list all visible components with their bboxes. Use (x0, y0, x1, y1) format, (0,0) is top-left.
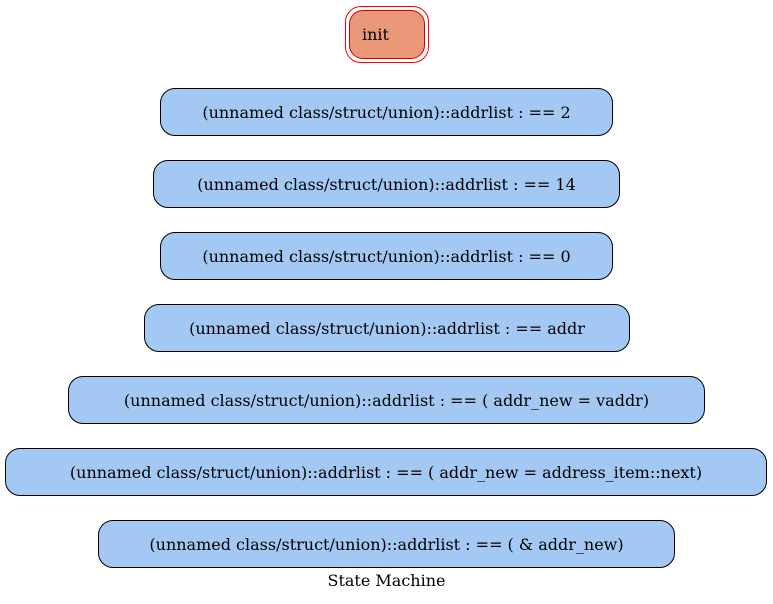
state-node-label: (unnamed class/struct/union)::addrlist :… (202, 102, 571, 122)
state-node-label: (unnamed class/struct/union)::addrlist :… (189, 318, 585, 338)
state-node-label: (unnamed class/struct/union)::addrlist :… (149, 534, 624, 554)
init-node-outer-ring (345, 6, 429, 63)
diagram-caption: State Machine (327, 571, 446, 590)
init-node[interactable]: init (349, 10, 425, 59)
state-node-label: (unnamed class/struct/union)::addrlist :… (197, 174, 576, 194)
state-node-label: (unnamed class/struct/union)::addrlist :… (202, 246, 571, 266)
state-node-label: (unnamed class/struct/union)::addrlist :… (69, 462, 703, 482)
state-node-addrlist-addr[interactable]: (unnamed class/struct/union)::addrlist :… (144, 304, 630, 352)
state-node-addrlist-14[interactable]: (unnamed class/struct/union)::addrlist :… (153, 160, 620, 208)
init-node-label: init (362, 25, 389, 44)
state-node-addrlist-vaddr[interactable]: (unnamed class/struct/union)::addrlist :… (68, 376, 705, 424)
state-node-label: (unnamed class/struct/union)::addrlist :… (123, 390, 650, 410)
state-node-addrlist-2[interactable]: (unnamed class/struct/union)::addrlist :… (160, 88, 613, 136)
state-node-addrlist-0[interactable]: (unnamed class/struct/union)::addrlist :… (160, 232, 613, 280)
state-node-addrlist-ref[interactable]: (unnamed class/struct/union)::addrlist :… (98, 520, 675, 568)
state-node-addrlist-next[interactable]: (unnamed class/struct/union)::addrlist :… (5, 448, 767, 496)
